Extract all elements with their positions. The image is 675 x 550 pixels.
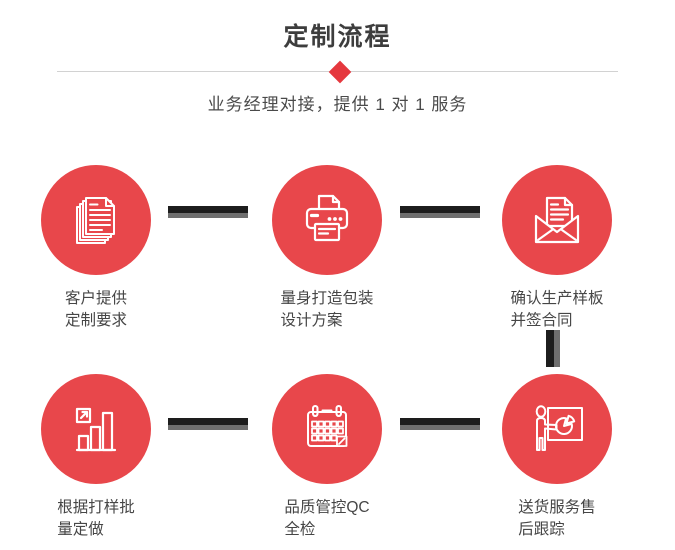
step-label-line1: 根据打样批 (57, 499, 135, 516)
calendar-icon (307, 405, 348, 447)
step-label-line2: 并签合同 (510, 312, 573, 329)
page-title: 定制流程 (283, 23, 392, 51)
step-label: 根据打样批 量定做 (57, 497, 135, 541)
step-label-line1: 品质管控QC (284, 499, 370, 516)
step-quality-control: 品质管控QC 全检 (272, 374, 382, 541)
step-label-line2: 定制要求 (64, 312, 127, 329)
step-label: 量身打造包装 设计方案 (280, 288, 373, 332)
step-label-line1: 送货服务售 (518, 499, 596, 516)
step-label-line1: 客户提供 (64, 290, 127, 307)
step-batch-production: 根据打样批 量定做 (41, 374, 151, 541)
step-label: 送货服务售 后跟踪 (518, 497, 596, 541)
diamond-marker (328, 60, 352, 84)
step-circle (272, 165, 382, 275)
documents-stack-icon (76, 197, 115, 244)
step-packaging-design: 量身打造包装 设计方案 (272, 165, 382, 332)
step-label: 确认生产样板 并签合同 (510, 288, 603, 332)
growth-bar-chart-icon (75, 407, 117, 452)
step-sample-contract: 确认生产样板 并签合同 (502, 165, 612, 332)
connector-step5-step6 (400, 418, 480, 430)
step-circle (502, 374, 612, 484)
connector-step1-step2 (168, 206, 248, 218)
connector-step4-step5 (168, 418, 248, 430)
step-label-line1: 确认生产样板 (510, 290, 604, 307)
step-label-line1: 量身打造包装 (280, 290, 374, 307)
step-label: 客户提供 定制要求 (65, 288, 127, 332)
step-delivery-aftersales: 送货服务售 后跟踪 (502, 374, 612, 541)
printer-icon (305, 194, 349, 242)
step-label-line2: 后跟踪 (518, 521, 565, 538)
subtitle: 业务经理对接，提供 1 对 1 服务 (207, 95, 468, 114)
step-label: 品质管控QC 全检 (284, 497, 369, 541)
presenter-board-icon (535, 405, 583, 451)
connector-step3-step6 (546, 330, 560, 367)
step-circle (41, 165, 151, 275)
step-customer-requirements: 客户提供 定制要求 (41, 165, 151, 332)
envelope-letter-icon (534, 196, 580, 244)
step-label-line2: 设计方案 (280, 312, 343, 329)
step-label-line2: 量定做 (57, 521, 104, 538)
step-circle (272, 374, 382, 484)
step-circle (41, 374, 151, 484)
connector-step2-step3 (400, 206, 480, 218)
step-label-line2: 全检 (284, 521, 316, 538)
step-circle (502, 165, 612, 275)
